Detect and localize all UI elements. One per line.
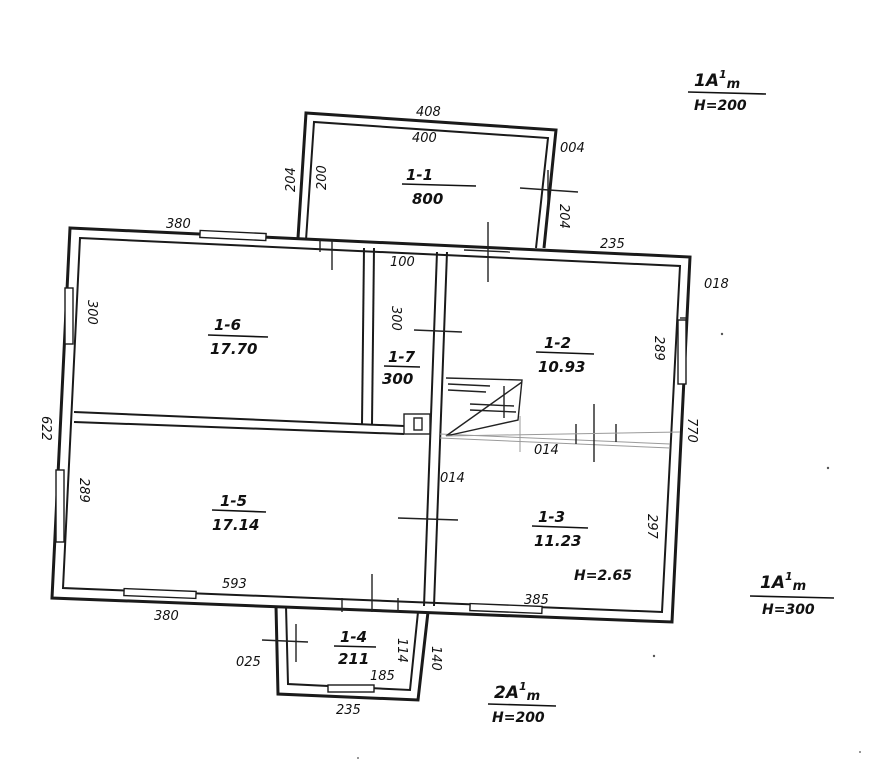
window-bottom-right (469, 602, 543, 615)
dim-porch-left: 025 (236, 655, 261, 670)
stairs (445, 377, 681, 452)
window-porch (327, 684, 375, 693)
dim-right-lower: 297 (644, 514, 659, 540)
svg-text:H=200: H=200 (492, 710, 545, 726)
dim-porch-right: 140 (428, 646, 443, 671)
svg-text:211: 211 (338, 650, 369, 668)
dim-porch-right-side: 114 (394, 638, 409, 663)
svg-text:1A1m: 1A1m (694, 68, 740, 92)
dim-top-outer: 408 (416, 105, 441, 120)
room-1-2: 1-2 10.93 (535, 334, 595, 376)
dim-mid-height: 300 (388, 306, 403, 331)
dim-porch-inner: 185 (370, 669, 395, 684)
dim-right-small: 018 (704, 277, 729, 292)
dim-annex-left-outer: 204 (284, 167, 299, 192)
dim-left-top-window: 380 (166, 217, 191, 232)
dim-mid-top: 100 (390, 255, 415, 270)
room-height-label: H=2.65 (574, 568, 632, 584)
dim-annex-left-inner: 200 (315, 165, 330, 190)
svg-text:2A1m: 2A1m (494, 680, 540, 704)
svg-text:800: 800 (412, 190, 443, 208)
class-marker-2: 1A1m H=300 (749, 570, 835, 618)
svg-text:1-6: 1-6 (214, 316, 241, 334)
scan-specks (357, 332, 861, 759)
svg-text:17.14: 17.14 (212, 516, 259, 534)
dim-annex-right-side: 204 (556, 204, 571, 229)
room-labels: 1-1 800 1-6 17.70 1-7 300 1-2 10.93 1-5 … (207, 166, 632, 668)
window-bottom-left (123, 587, 197, 600)
room-1-1: 1-1 800 (401, 166, 477, 208)
interior-walls (73, 247, 671, 607)
dimension-labels: 408 400 204 200 004 204 380 235 018 100 … (38, 105, 729, 718)
room-1-7: 1-7 300 (382, 348, 421, 388)
class-marker-1: 1A1m H=200 (687, 68, 767, 114)
window-left-top (199, 229, 267, 242)
svg-text:10.93: 10.93 (538, 358, 585, 376)
svg-text:H=200: H=200 (694, 98, 747, 114)
stove (403, 413, 431, 435)
dim-left-height: 622 (38, 416, 53, 441)
dim-right-top: 235 (600, 237, 625, 252)
svg-text:1-5: 1-5 (220, 492, 247, 510)
dim-porch-bottom: 235 (336, 703, 361, 718)
svg-text:17.70: 17.70 (210, 340, 257, 358)
window-left-lower (55, 469, 65, 543)
dim-partition: 014 (534, 443, 559, 458)
class-marker-3: 2A1m H=200 (487, 680, 557, 726)
dim-right-height: 770 (684, 418, 699, 443)
dim-left-window-lower: 289 (76, 478, 91, 503)
svg-text:1-4: 1-4 (340, 628, 367, 646)
dim-right-window: 289 (651, 336, 666, 361)
window-left (64, 287, 74, 345)
svg-text:11.23: 11.23 (534, 532, 581, 550)
dim-bottom-window: 380 (154, 609, 179, 624)
dim-lower-partition: 014 (440, 471, 465, 486)
room-1-5: 1-5 17.14 (211, 492, 267, 534)
svg-text:1-7: 1-7 (388, 348, 416, 366)
room-1-4: 1-4 211 (333, 628, 377, 668)
dim-bottom-inner: 593 (222, 577, 247, 592)
svg-text:300: 300 (382, 370, 413, 388)
svg-text:1A1m: 1A1m (760, 570, 806, 594)
windows (55, 229, 687, 693)
room-1-6: 1-6 17.70 (207, 316, 269, 358)
svg-text:1-3: 1-3 (538, 508, 565, 526)
dim-bottom-right: 385 (524, 593, 549, 608)
window-right (677, 319, 687, 385)
dim-left-window: 300 (84, 300, 99, 325)
room-1-3: 1-3 11.23 (531, 508, 589, 550)
dim-annex-right-small: 004 (560, 141, 585, 156)
svg-text:1-1: 1-1 (406, 166, 433, 184)
svg-text:H=300: H=300 (762, 602, 815, 618)
svg-text:1-2: 1-2 (544, 334, 571, 352)
dim-top-inner: 400 (412, 131, 437, 146)
